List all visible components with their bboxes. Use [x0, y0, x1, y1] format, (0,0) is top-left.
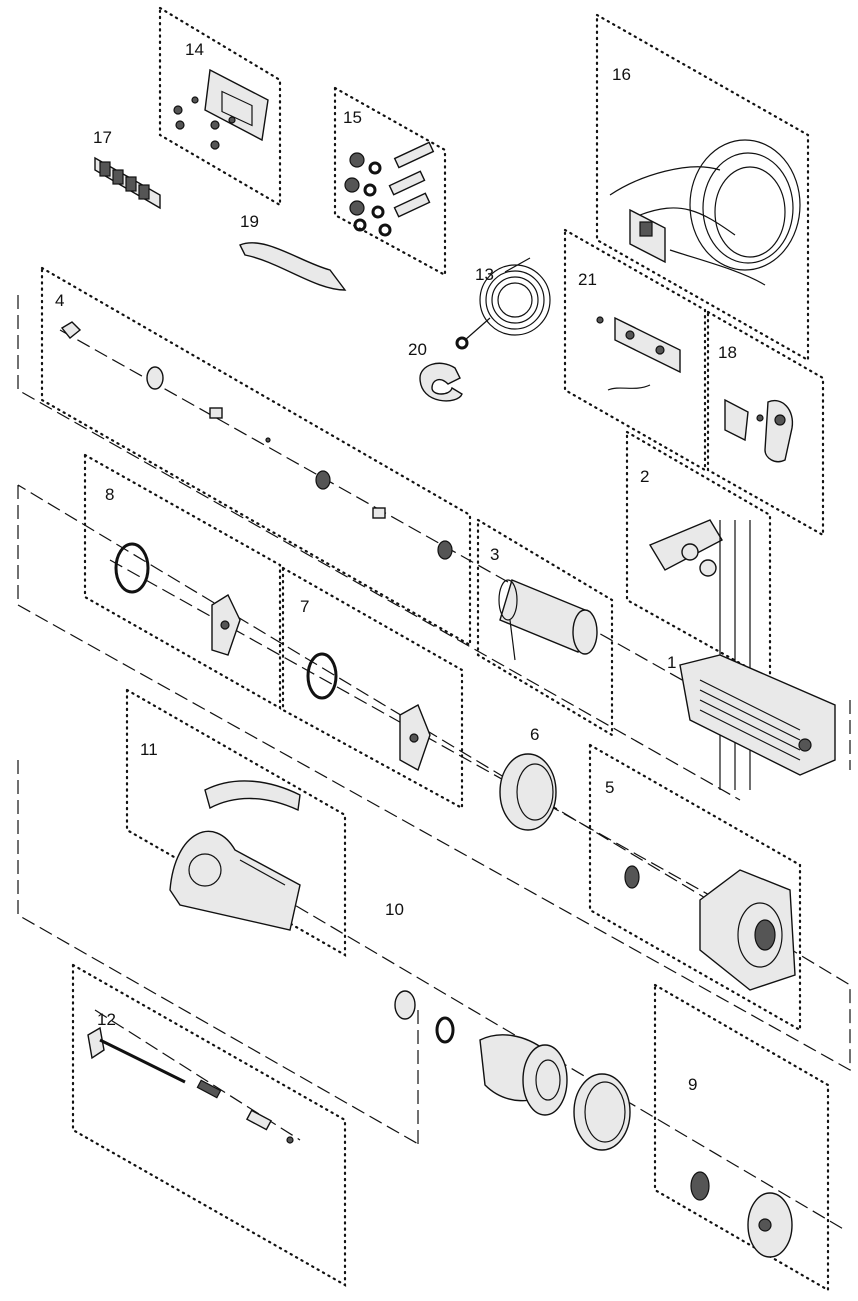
label-part-11: 11	[140, 740, 158, 759]
part-10-drum-assembly	[394, 990, 631, 1151]
part-14-plate	[173, 68, 269, 150]
group-18-boundary	[706, 310, 825, 537]
part-17-terminal-strip	[94, 156, 161, 210]
label-part-19: 19	[240, 212, 259, 231]
group-8-boundary	[83, 453, 282, 710]
part-6-ring-gear	[499, 753, 557, 831]
part-20-hook	[419, 362, 463, 402]
label-part-5: 5	[605, 778, 614, 797]
part-11-frame	[169, 780, 301, 931]
group-11-boundary	[125, 688, 347, 957]
part-7-ring-and-plate	[306, 652, 431, 772]
label-part-18: 18	[718, 343, 737, 362]
label-part-16: 16	[612, 65, 631, 84]
label-part-9: 9	[688, 1075, 697, 1094]
label-part-15: 15	[343, 108, 362, 127]
part-3-motor-can	[498, 579, 598, 661]
part-21-control-board	[596, 316, 681, 391]
group-14-boundary	[158, 6, 282, 207]
part-9-gear-and-cap	[690, 1171, 793, 1258]
group-21-boundary	[563, 228, 707, 472]
label-part-12: 12	[97, 1010, 116, 1029]
group-5-boundary	[588, 743, 802, 1032]
label-part-20: 20	[408, 340, 427, 359]
label-part-10: 10	[385, 900, 404, 919]
label-part-14: 14	[185, 40, 204, 59]
label-part-6: 6	[530, 725, 539, 744]
part-15-fasteners	[344, 141, 435, 237]
label-part-3: 3	[490, 545, 499, 564]
part-18-remote	[724, 398, 794, 463]
assembly-outline-middle	[17, 484, 851, 1072]
label-part-17: 17	[93, 128, 112, 147]
assembly-outline-upper	[17, 295, 741, 801]
assembly-outline-lower	[17, 760, 421, 1146]
part-1-motor-housing	[679, 654, 836, 776]
part-2-solenoid	[648, 519, 751, 790]
part-16-cable-and-switch	[609, 139, 801, 286]
part-5-gear-housing	[624, 865, 796, 991]
group-12-boundary	[71, 963, 347, 1287]
part-19-strap	[239, 242, 347, 291]
label-part-7: 7	[300, 597, 309, 616]
label-part-21: 21	[578, 270, 597, 289]
part-8-ring-and-plate	[114, 542, 241, 656]
group-3-boundary	[476, 518, 614, 737]
group-16-boundary	[595, 13, 810, 362]
label-part-8: 8	[105, 485, 114, 504]
part-4-components	[60, 321, 453, 560]
group-7-boundary	[281, 566, 464, 810]
label-part-1: 1	[667, 653, 676, 672]
part-13-wire-rope	[455, 257, 551, 350]
label-part-13: 13	[475, 265, 494, 284]
label-part-2: 2	[640, 467, 649, 486]
part-12-clutch-shaft	[87, 1026, 294, 1144]
group-9-boundary	[653, 983, 830, 1292]
group-4-boundary	[40, 266, 472, 647]
label-part-4: 4	[55, 291, 64, 310]
